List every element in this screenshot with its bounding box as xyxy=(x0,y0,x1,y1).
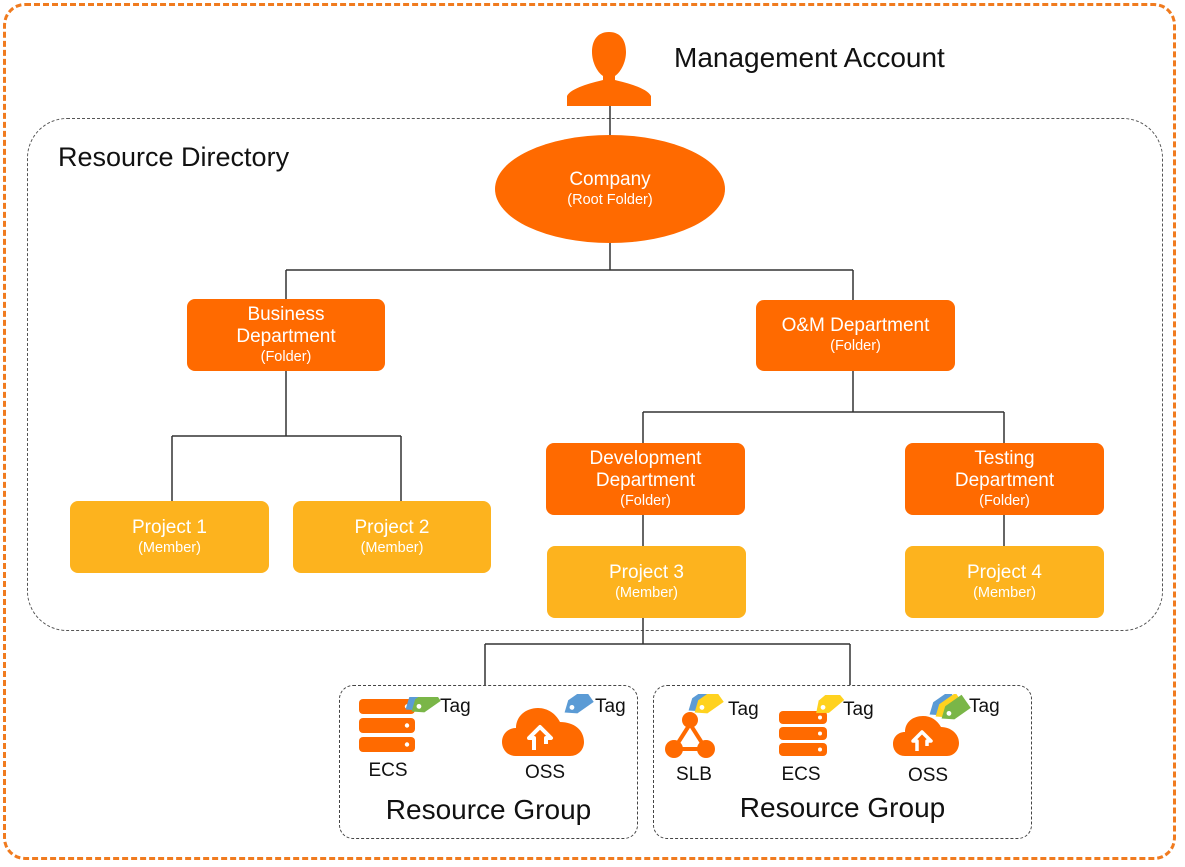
project3-name: Project 3 xyxy=(609,561,684,583)
company-type: (Root Folder) xyxy=(567,191,653,208)
user-icon xyxy=(567,32,651,106)
project1-name: Project 1 xyxy=(132,516,207,538)
testing-department-node[interactable]: Testing Department (Folder) xyxy=(905,443,1104,515)
business-type: (Folder) xyxy=(260,349,312,366)
resource-group-2-title: Resource Group xyxy=(739,792,946,823)
business-name-line2: Department xyxy=(236,326,336,348)
business-name-line1: Business xyxy=(247,303,325,325)
project4-node[interactable]: Project 4 (Member) xyxy=(905,546,1104,618)
rg1-oss-tag-label: Tag xyxy=(595,696,626,717)
rg2-ecs-tag-label: Tag xyxy=(843,699,874,720)
rg1-oss-label: OSS xyxy=(524,762,566,783)
resource-directory-frame xyxy=(27,118,1163,631)
company-root-node[interactable]: Company (Root Folder) xyxy=(495,135,725,243)
rg2-oss-tag-label: Tag xyxy=(969,696,1000,717)
om-type: (Folder) xyxy=(830,338,881,355)
rg1-ecs-tag-label: Tag xyxy=(440,696,471,717)
rg1-ecs-label: ECS xyxy=(368,760,408,781)
rg2-ecs-label: ECS xyxy=(781,764,821,785)
development-type: (Folder) xyxy=(620,493,671,510)
rg2-slb-tag-label: Tag xyxy=(728,699,759,720)
resource-directory-title: Resource Directory xyxy=(58,142,290,172)
project3-type: (Member) xyxy=(615,584,678,601)
testing-name-line2: Department xyxy=(954,470,1055,492)
company-name: Company xyxy=(569,168,651,190)
server-icon xyxy=(779,695,845,756)
testing-name-line1: Testing xyxy=(974,447,1035,469)
project1-node[interactable]: Project 1 (Member) xyxy=(70,501,269,573)
business-department-node[interactable]: Business Department (Folder) xyxy=(187,299,385,371)
development-name-line1: Development xyxy=(589,447,702,469)
resource-group-1-title: Resource Group xyxy=(385,794,592,825)
project1-type: (Member) xyxy=(138,539,201,556)
outer-frame xyxy=(3,3,1176,860)
rg2-oss-label: OSS xyxy=(907,765,949,786)
testing-type: (Folder) xyxy=(979,493,1030,510)
server-icon xyxy=(359,697,441,752)
om-department-node[interactable]: O&M Department (Folder) xyxy=(756,300,955,371)
development-name-line2: Department xyxy=(595,470,696,492)
cloud-storage-icon xyxy=(502,694,594,756)
cloud-storage-icon xyxy=(893,694,971,756)
project2-name: Project 2 xyxy=(354,516,430,538)
project3-node[interactable]: Project 3 (Member) xyxy=(547,546,746,618)
management-account-title: Management Account xyxy=(674,42,945,73)
project4-name: Project 4 xyxy=(967,561,1042,583)
project2-type: (Member) xyxy=(360,539,424,556)
project4-type: (Member) xyxy=(973,584,1036,601)
resource-group-frame-2 xyxy=(653,685,1032,839)
project2-node[interactable]: Project 2 (Member) xyxy=(293,501,491,573)
om-name: O&M Department xyxy=(781,315,930,337)
resource-group-frame-1 xyxy=(339,685,638,839)
rg2-slb-label: SLB xyxy=(676,764,712,785)
development-department-node[interactable]: Development Department (Folder) xyxy=(546,443,745,515)
load-balancer-icon xyxy=(665,694,724,758)
